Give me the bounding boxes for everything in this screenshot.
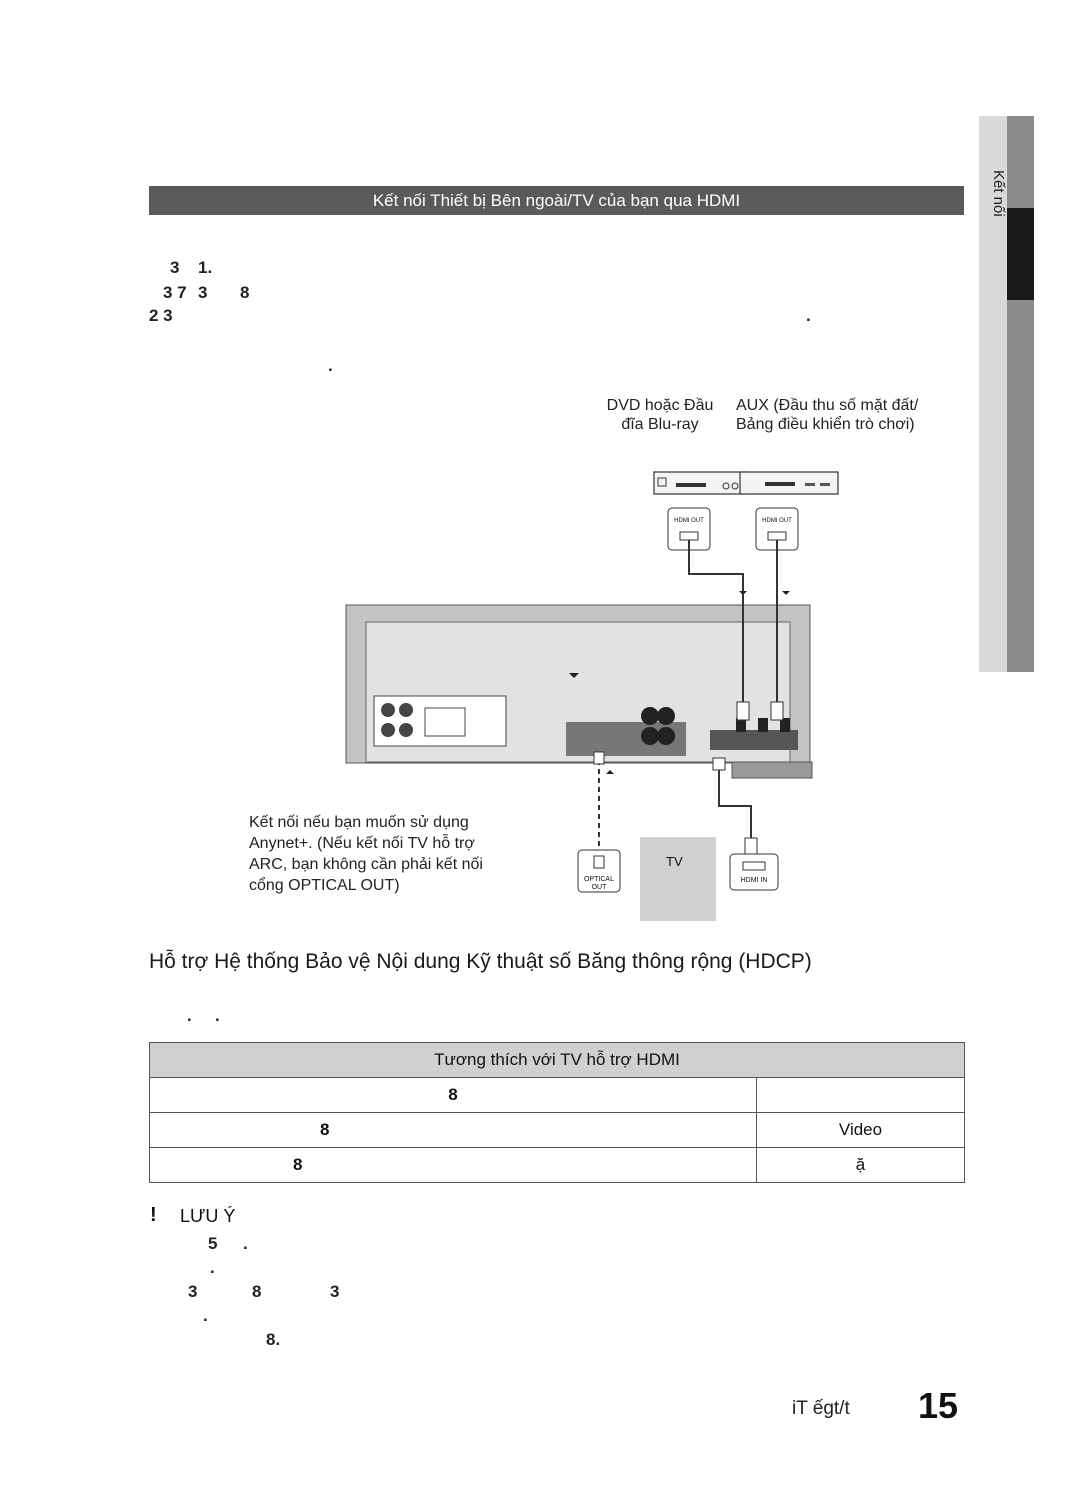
optical-label-line: OUT	[591, 884, 607, 891]
intro-fragment: 8	[240, 283, 250, 302]
anynet-note: Kết nối nếu bạn muốn sử dụng Anynet+. (N…	[249, 812, 483, 896]
anynet-note-line: Kết nối nếu bạn muốn sử dụng	[249, 814, 469, 831]
table-cell: 8	[149, 1147, 757, 1183]
table-cell: 8	[149, 1112, 757, 1148]
dvd-label-line: DVD hoặc Đầu	[606, 397, 714, 414]
intro-fragment: 3 7	[163, 283, 187, 302]
side-tab-label[interactable]: Kết nối	[990, 170, 1007, 217]
table-cell: Video	[756, 1112, 965, 1148]
page-number: 15	[918, 1385, 959, 1426]
side-tab-dark-strip	[1007, 116, 1034, 672]
note-icon: !	[150, 1204, 157, 1226]
note-title: LƯU Ý	[180, 1206, 236, 1226]
tv-icon	[640, 837, 716, 921]
anynet-note-line: cổng OPTICAL OUT)	[249, 877, 400, 894]
aux-label-line: AUX (Đầu thu số mặt đất/	[736, 397, 919, 414]
table-cell: 8	[149, 1077, 757, 1113]
anynet-note-line: Anynet+. (Nếu kết nối TV hỗ trợ	[249, 835, 475, 852]
table-cell: ặ	[756, 1147, 965, 1183]
hdmi-compat-table: Tương thích với TV hỗ trợ HDMI 8 8 Video…	[149, 1042, 965, 1183]
dvd-player-icon	[653, 471, 747, 495]
optical-out-label: OPTICAL OUT	[580, 876, 618, 892]
hdmi-out-label: HDMI OUT	[674, 518, 704, 524]
note-fragment: .	[243, 1234, 248, 1253]
aux-label: AUX (Đầu thu số mặt đất/ Bảng điều khiển…	[736, 396, 946, 434]
table-header-row: Tương thích với TV hỗ trợ HDMI	[149, 1042, 965, 1078]
intro-fragment: .	[328, 356, 333, 375]
table-row: 8 Video	[149, 1112, 965, 1148]
table-row: 8	[149, 1077, 965, 1113]
aux-device-icon	[739, 471, 839, 495]
hdmi-in-port-callout	[729, 853, 779, 891]
aux-label-line: Bảng điều khiển trò chơi)	[736, 416, 915, 433]
tv-label: TV	[666, 854, 683, 869]
anynet-note-line: ARC, bạn không cần phải kết nối	[249, 856, 483, 873]
note-fragment: 3	[188, 1282, 198, 1301]
hdcp-fragment: .	[215, 1006, 220, 1025]
intro-fragment: .	[806, 306, 811, 325]
hdmi-in-label: HDMI IN	[740, 877, 768, 884]
note-fragment: 3	[330, 1282, 340, 1301]
note-fragment: .	[203, 1306, 208, 1325]
footer-label: iT ếgt/t	[792, 1398, 850, 1419]
dvd-label-line: đĩa Blu-ray	[621, 416, 699, 433]
optical-out-port-callout	[577, 849, 621, 893]
table-header: Tương thích với TV hỗ trợ HDMI	[149, 1042, 965, 1078]
intro-fragment: 1.	[198, 258, 213, 277]
section-header: Kết nối Thiết bị Bên ngoài/TV của bạn qu…	[149, 186, 964, 215]
dvd-label: DVD hoặc Đầu đĩa Blu-ray	[604, 396, 716, 434]
hdcp-heading: Hỗ trợ Hệ thống Bảo vệ Nội dung Kỹ thuật…	[149, 950, 812, 973]
connection-diagram: DVD hoặc Đầu đĩa Blu-ray AUX (Đầu thu số…	[340, 390, 960, 930]
intro-fragment: 3	[198, 283, 208, 302]
home-theater-receiver-icon	[345, 604, 813, 779]
note-fragment: 8	[252, 1282, 262, 1301]
note-fragment: 8.	[266, 1330, 281, 1349]
intro-fragment: 2 3	[149, 306, 173, 325]
optical-label-line: OPTICAL	[584, 876, 614, 883]
side-tab-background	[979, 116, 1007, 672]
table-cell	[756, 1077, 965, 1113]
side-tab-active-marker	[1007, 208, 1034, 300]
intro-fragment: 3	[170, 258, 180, 277]
connection-diagram-svg	[345, 471, 839, 921]
note-fragment: .	[210, 1258, 215, 1277]
table-row: 8 ặ	[149, 1147, 965, 1183]
hdcp-fragment: .	[187, 1006, 192, 1025]
hdmi-out-label: HDMI OUT	[762, 518, 792, 524]
note-fragment: 5	[208, 1234, 218, 1253]
